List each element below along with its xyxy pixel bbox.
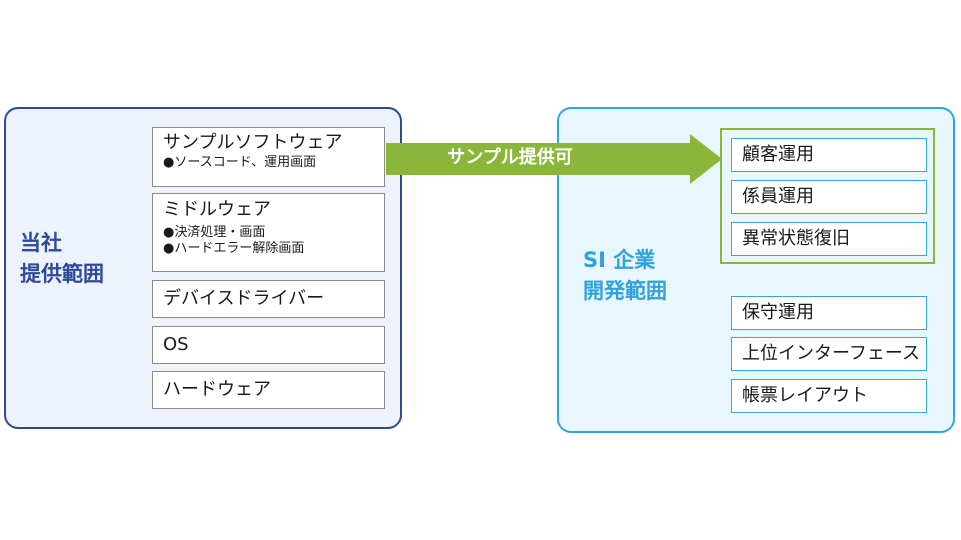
error-recovery-box: 異常状態復旧	[731, 222, 927, 256]
company-scope-label-line1: 当社	[20, 231, 62, 255]
middleware-title: ミドルウェア	[163, 199, 271, 220]
customer-operation-box: 顧客運用	[731, 138, 927, 172]
sample-software-box: サンプルソフトウェア ●ソースコード、運用画面	[152, 127, 385, 187]
sample-provision-arrow	[386, 134, 722, 184]
company-scope-label-line2: 提供範囲	[20, 262, 104, 286]
sample-software-detail: ●ソースコード、運用画面	[163, 155, 317, 170]
maintenance-operation-box: 保守運用	[731, 296, 927, 330]
si-scope-label: SI 企業 開発範囲	[583, 245, 667, 307]
upper-interface-box: 上位インターフェース	[731, 337, 927, 371]
hardware-title: ハードウェア	[163, 379, 271, 400]
os-title: OS	[163, 334, 189, 355]
form-layout-box: 帳票レイアウト	[731, 379, 927, 413]
hardware-box: ハードウェア	[152, 371, 385, 409]
middleware-box: ミドルウェア ●決済処理・画面 ●ハードエラー解除画面	[152, 193, 385, 272]
middleware-detail-1: ●決済処理・画面	[163, 225, 266, 240]
device-driver-box: デバイスドライバー	[152, 280, 385, 318]
os-box: OS	[152, 326, 385, 364]
staff-operation-box: 係員運用	[731, 180, 927, 214]
si-scope-label-line2: 開発範囲	[583, 279, 667, 303]
si-scope-label-line1: SI 企業	[583, 248, 656, 272]
middleware-detail-2: ●ハードエラー解除画面	[163, 241, 305, 256]
arrow-shape	[386, 134, 722, 184]
device-driver-title: デバイスドライバー	[163, 288, 325, 309]
sample-software-title: サンプルソフトウェア	[163, 132, 343, 153]
company-scope-label: 当社 提供範囲	[20, 228, 104, 290]
sample-provision-label: サンプル提供可	[447, 147, 573, 168]
